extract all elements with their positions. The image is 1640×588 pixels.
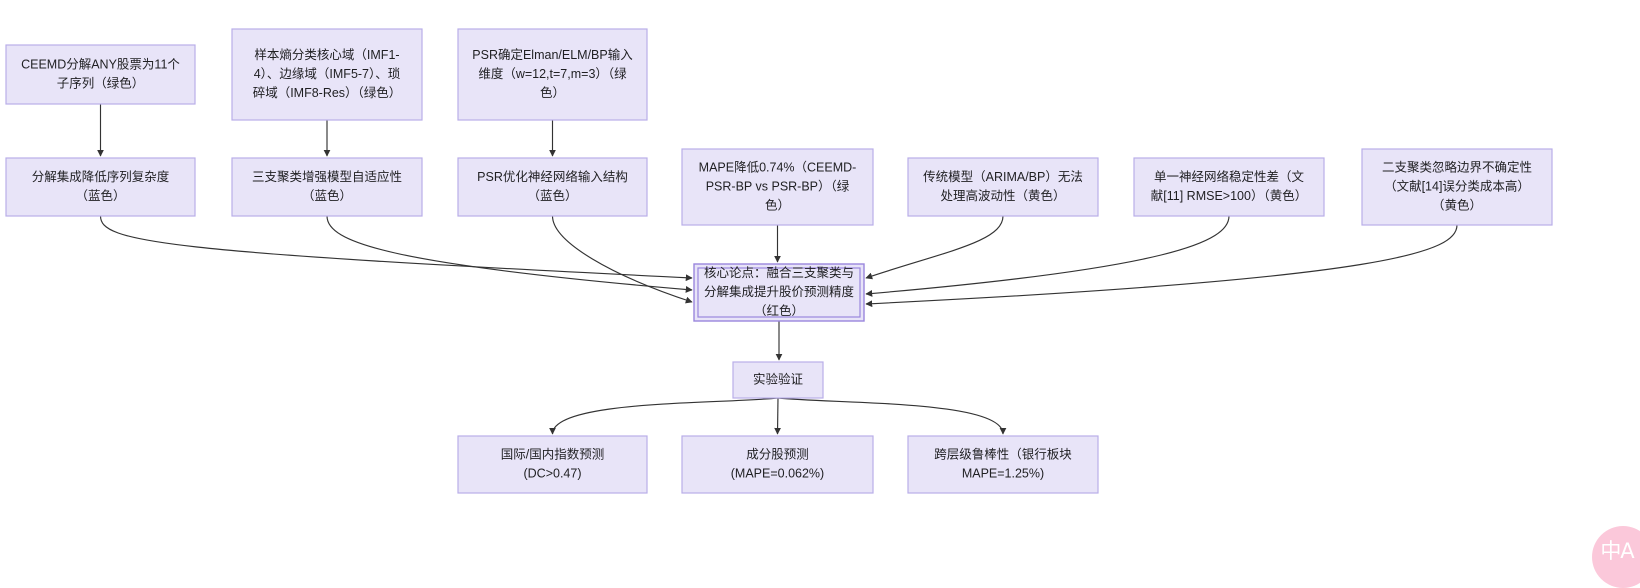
node-label-line: (DC>0.47) <box>523 466 581 480</box>
node-label-line: （文献[14]误分类成本高） <box>1384 178 1530 193</box>
node-experimental-validation[interactable]: 实验验证 <box>732 361 824 399</box>
edge-validation-to-result-0 <box>549 397 779 435</box>
node-box <box>5 44 196 105</box>
node-label-line: 分解集成提升股价预测精度 <box>704 284 855 299</box>
node-box <box>907 157 1099 217</box>
node-box <box>5 157 196 217</box>
node-box-inner-border <box>697 267 861 318</box>
node-box <box>693 263 865 322</box>
node-label-line: （蓝色） <box>302 188 352 203</box>
node-label-line: 分解集成降低序列复杂度 <box>32 169 170 184</box>
node-constituent-stock-forecast[interactable]: 成分股预测 (MAPE=0.062%) <box>681 435 874 494</box>
node-label-line: MAPE=1.25%) <box>962 466 1044 480</box>
node-label-line: PSR优化神经网络输入结构 <box>477 169 628 184</box>
node-box <box>681 435 874 494</box>
edge-layer <box>97 104 1458 435</box>
node-psr-optimize-structure[interactable]: PSR优化神经网络输入结构 （蓝色） <box>457 157 648 217</box>
node-three-way-adaptive[interactable]: 三支聚类增强模型自适应性 （蓝色） <box>231 157 423 217</box>
node-label-line: 碎域（IMF8-Res）（绿色） <box>253 85 402 100</box>
node-label-line: 子序列（绿色） <box>57 75 145 90</box>
node-single-nn-instability[interactable]: 单一神经网络稳定性差（文献[11] RMSE>100）（黄色） <box>1133 157 1325 217</box>
edge-validation-to-result-1 <box>774 397 782 435</box>
node-label-line: 成分股预测 <box>746 447 809 461</box>
node-box <box>681 148 874 226</box>
node-box <box>457 157 648 217</box>
node-box <box>1361 148 1553 226</box>
edge-claim-0-to-core <box>99 215 693 282</box>
node-box <box>457 435 648 494</box>
flowchart-canvas: CEEMD分解ANY股票为11个子序列（绿色） 样本熵分类核心域（IMF1- 4）、… <box>5 28 1640 588</box>
node-box <box>732 361 824 399</box>
node-label-line: 国际/国内指数预测 <box>501 446 604 461</box>
edge-claim-5-to-core <box>865 215 1230 297</box>
node-label-line: （黄色） <box>1432 197 1482 212</box>
node-box <box>231 28 423 121</box>
node-label-line: CEEMD分解ANY股票为11个 <box>21 57 180 71</box>
node-label-line: 色） <box>765 197 790 212</box>
node-label-line: （蓝色） <box>527 188 577 203</box>
node-label-line: 跨层级鲁棒性（银行板块 <box>934 447 1072 461</box>
edge-claim-4-to-core <box>865 215 1004 280</box>
node-mape-reduction[interactable]: MAPE降低0.74%（CEEMD- PSR-BP vs PSR-BP）（绿色） <box>681 148 874 226</box>
node-box <box>457 28 648 121</box>
edge-validation-to-result-2 <box>777 397 1007 435</box>
node-label-line: MAPE降低0.74%（CEEMD- <box>699 160 857 174</box>
node-label-line: 4）、边缘域（IMF5-7）、琐 <box>254 66 401 81</box>
node-label-line: 二支聚类忽略边界不确定性 <box>1382 159 1532 174</box>
edge-claim-1-to-core <box>326 215 693 293</box>
node-label-line: 传统模型（ARIMA/BP）无法 <box>923 169 1083 184</box>
edge-claim-6-to-core <box>865 224 1458 308</box>
node-label-line: PSR-BP vs PSR-BP）（绿 <box>706 178 850 193</box>
node-label-line: （蓝色） <box>75 188 125 203</box>
node-index-forecast[interactable]: 国际/国内指数预测 (DC>0.47) <box>457 435 648 494</box>
node-label-line: （红色） <box>754 303 804 318</box>
node-label-line: 核心论点：融合三支聚类与 <box>704 265 854 280</box>
node-box <box>1133 157 1325 217</box>
node-label-line: 实验验证 <box>753 371 804 386</box>
node-label-line: 三支聚类增强模型自适应性 <box>252 169 402 184</box>
node-label-line: 献[11] RMSE>100）（黄色） <box>1151 188 1307 203</box>
node-box <box>231 157 423 217</box>
node-label-line: 处理高波动性（黄色） <box>940 188 1065 203</box>
node-label-line: 样本熵分类核心域（IMF1- <box>254 47 399 62</box>
node-two-way-cluster-limit[interactable]: 二支聚类忽略边界不确定性 （文献[14]误分类成本高） （黄色） <box>1361 148 1553 226</box>
node-sample-entropy[interactable]: 样本熵分类核心域（IMF1- 4）、边缘域（IMF5-7）、琐碎域（IMF8-Re… <box>231 28 423 121</box>
node-box <box>907 435 1099 494</box>
node-label-line: 单一神经网络稳定性差（文 <box>1154 169 1305 184</box>
node-cross-tier-robustness[interactable]: 跨层级鲁棒性（银行板块 MAPE=1.25%) <box>907 435 1099 494</box>
node-label-line: 维度（w=12,t=7,m=3）（绿 <box>478 66 627 81</box>
node-label-line: (MAPE=0.062%) <box>731 466 824 480</box>
node-reduce-complexity[interactable]: 分解集成降低序列复杂度 （蓝色） <box>5 157 196 217</box>
node-label-line: 色） <box>540 85 565 100</box>
edge-claim-2-to-core <box>551 215 693 304</box>
node-label-line: PSR确定Elman/ELM/BP输入 <box>472 47 633 62</box>
